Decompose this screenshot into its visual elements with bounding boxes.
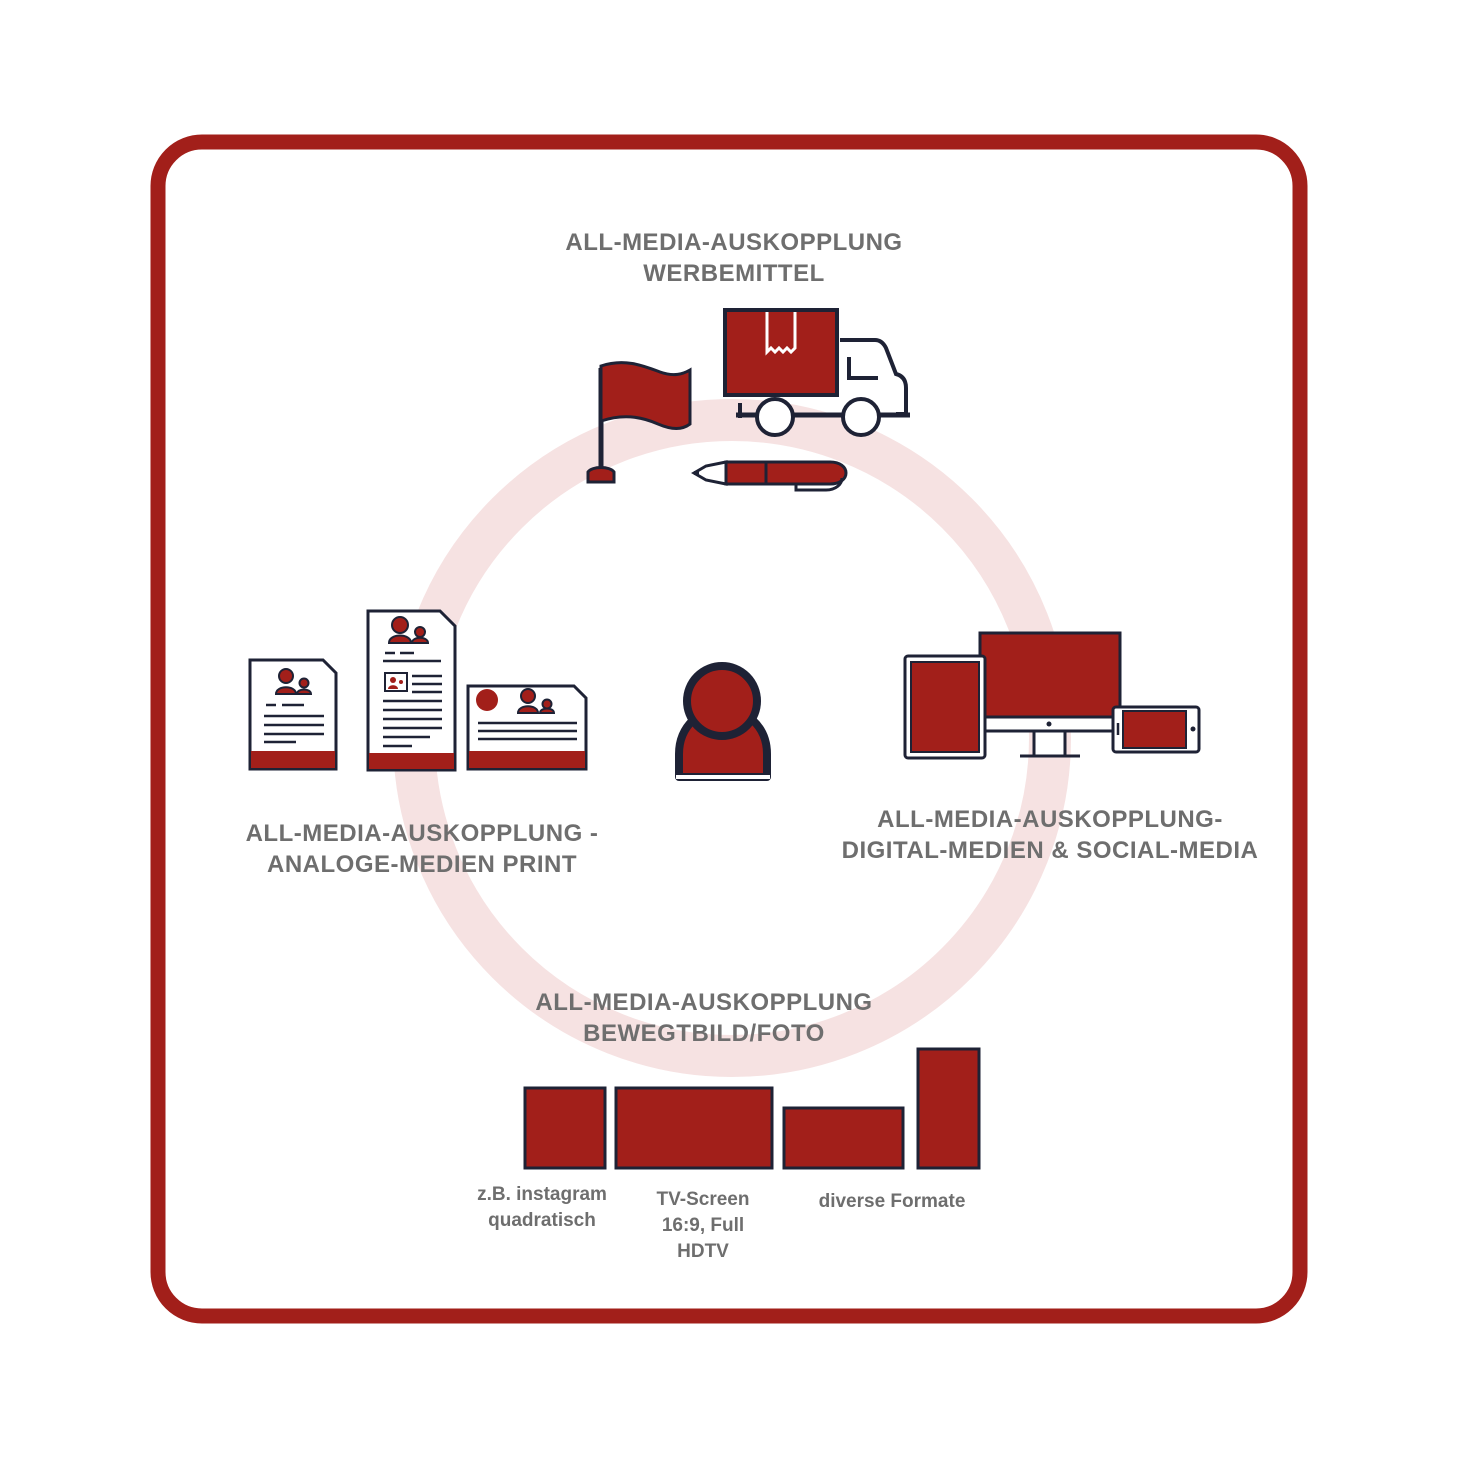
format-landscape-rect: [782, 1106, 905, 1170]
document-icon: [248, 658, 338, 771]
document-wide-icon: [466, 684, 588, 771]
caption-format-tv: TV-Screen 16:9, Full HDTV: [623, 1187, 783, 1265]
label-werbemittel: ALL-MEDIA-AUSKOPPLUNG WERBEMITTEL: [534, 227, 934, 289]
caption-format-diverse: diverse Formate: [792, 1189, 992, 1215]
label-bewegtbild-line-1: ALL-MEDIA-AUSKOPPLUNG: [535, 989, 873, 1016]
caption-format-tv-line-2: 16:9, Full: [661, 1215, 745, 1236]
tablet-icon: [903, 654, 987, 760]
label-digital-line-1: ALL-MEDIA-AUSKOPPLUNG-: [877, 806, 1223, 833]
label-digital: ALL-MEDIA-AUSKOPPLUNG- DIGITAL-MEDIEN & …: [830, 804, 1270, 866]
caption-format-square-line-1: z.B. instagram: [477, 1184, 607, 1205]
caption-format-square: z.B. instagram quadratisch: [452, 1182, 632, 1234]
label-print-line-2: ANALOGE-MEDIEN PRINT: [267, 851, 577, 878]
caption-format-diverse-line-1: diverse Formate: [818, 1191, 966, 1212]
label-print: ALL-MEDIA-AUSKOPPLUNG - ANALOGE-MEDIEN P…: [222, 818, 622, 880]
outer-frame: [150, 134, 1308, 1324]
monitor-icon: [978, 631, 1122, 758]
label-digital-line-2: DIGITAL-MEDIEN & SOCIAL-MEDIA: [841, 837, 1259, 864]
caption-format-tv-line-1: TV-Screen: [656, 1189, 750, 1210]
format-portrait-rect: [916, 1047, 981, 1170]
person-icon: [675, 662, 771, 781]
pen-icon: [691, 460, 848, 492]
format-tv-rect: [614, 1086, 774, 1170]
caption-format-square-line-2: quadratisch: [488, 1210, 596, 1231]
label-bewegtbild-line-2: BEWEGTBILD/FOTO: [583, 1020, 825, 1047]
caption-format-tv-line-3: HDTV: [677, 1241, 729, 1262]
smartphone-icon: [1111, 705, 1201, 754]
label-werbemittel-line-1: ALL-MEDIA-AUSKOPPLUNG: [565, 229, 903, 256]
format-square-rect: [523, 1086, 607, 1170]
flag-icon: [586, 361, 692, 484]
document-tall-icon: [366, 609, 457, 772]
label-werbemittel-line-2: WERBEMITTEL: [643, 260, 825, 287]
label-print-line-1: ALL-MEDIA-AUSKOPPLUNG -: [245, 820, 599, 847]
delivery-truck-icon: [723, 308, 910, 437]
label-bewegtbild: ALL-MEDIA-AUSKOPPLUNG BEWEGTBILD/FOTO: [504, 987, 904, 1049]
